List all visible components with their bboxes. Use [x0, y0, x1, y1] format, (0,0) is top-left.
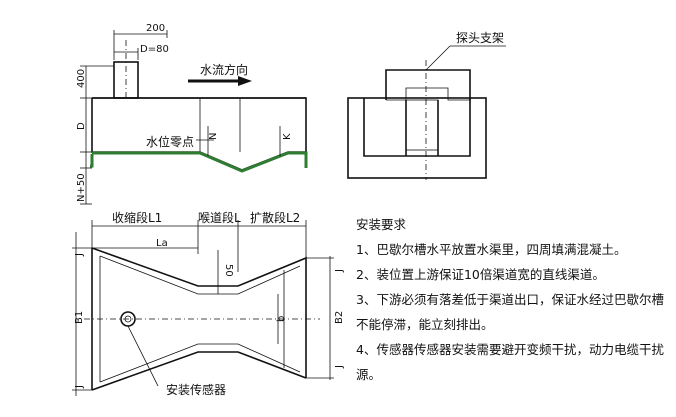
dim-b2: B2	[334, 311, 345, 324]
seg-throat-label: 喉道段L	[198, 210, 241, 225]
dim-b: b	[276, 316, 287, 322]
dim-j-left-bottom: J	[74, 385, 85, 389]
dim-50: 50	[223, 264, 234, 277]
seg-converge-label: 收缩段L1	[112, 210, 162, 225]
notes-title: 安装要求	[356, 217, 407, 232]
note-item-1: 1、巴歇尔槽水平放置水渠里，四周填满混凝土。	[356, 242, 627, 257]
dim-b1: B1	[74, 311, 85, 324]
flow-direction-label: 水流方向	[200, 62, 248, 77]
dim-d: D	[76, 122, 87, 130]
flume-floor	[92, 151, 308, 173]
note-item-3: 3、下游必须有落差低于渠道出口，保证水经过巴歇尔槽不能停滞，能立刻排出。	[356, 292, 664, 332]
dim-n50: N+50	[76, 173, 87, 202]
dim-j-right-bottom: J	[334, 365, 345, 369]
section-view: 探头支架	[347, 31, 506, 180]
dim-la: La	[156, 238, 168, 249]
dim-d80: D=80	[140, 44, 169, 55]
dim-200: 200	[146, 23, 165, 34]
flow-arrow-icon	[238, 76, 252, 86]
plan-view: 收缩段L1 喉道段L 扩散段L2 La 50 b J B1 J J B2 J	[72, 210, 345, 397]
dim-k: K	[282, 133, 293, 140]
dim-n: N	[208, 133, 219, 140]
side-view: 200 D=80 水流方向 400 D N+50 水位零点 N K	[76, 23, 308, 205]
water-zero-label: 水位零点	[146, 134, 194, 149]
probe-bracket-label: 探头支架	[456, 31, 504, 45]
dim-j-right-top: J	[334, 269, 345, 273]
note-item-4: 4、传感器传感器安装需要避开变频干扰，动力电缆干扰源。	[356, 342, 664, 382]
note-item-2: 2、装位置上游保证10倍渠道宽的直线渠道。	[356, 267, 605, 282]
seg-diverge-label: 扩散段L2	[250, 210, 300, 225]
install-notes: 安装要求 1、巴歇尔槽水平放置水渠里，四周填满混凝土。 2、装位置上游保证10倍…	[356, 212, 668, 387]
dim-400: 400	[76, 69, 87, 88]
sensor-label: 安装传感器	[166, 382, 226, 397]
dim-j-left-top: J	[74, 253, 85, 257]
